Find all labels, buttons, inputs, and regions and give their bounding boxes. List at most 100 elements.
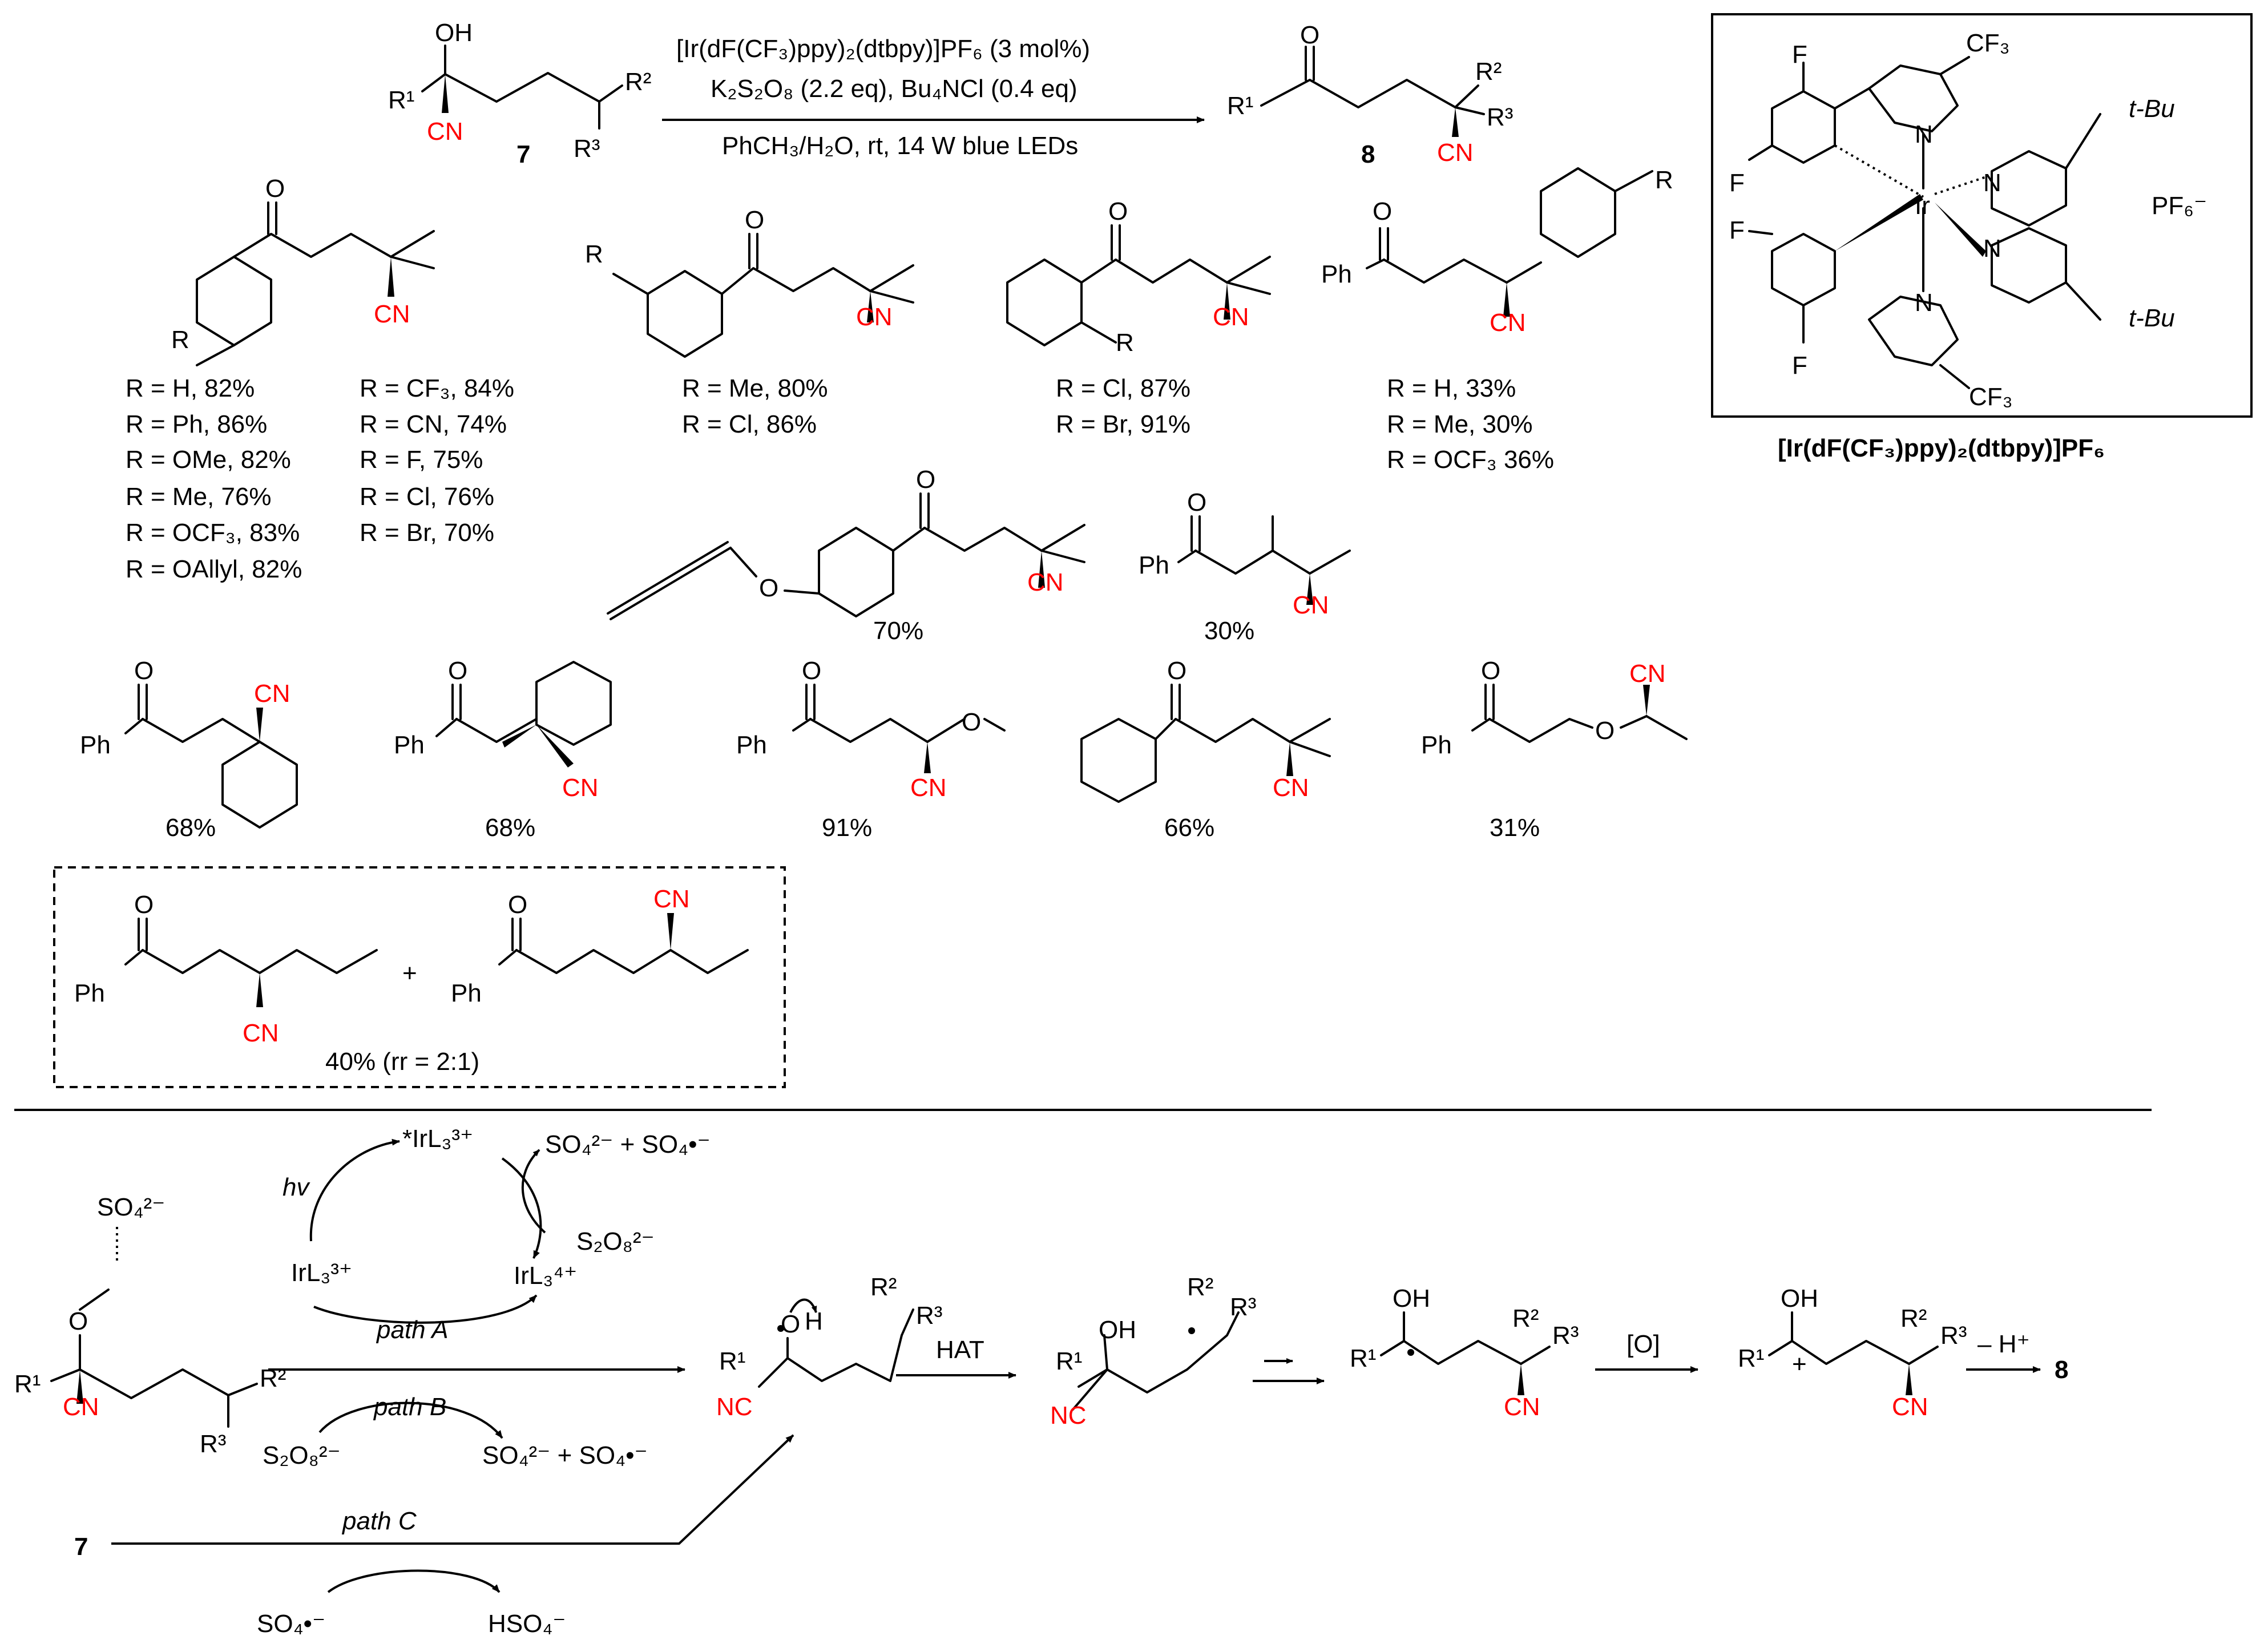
label-ph: Ph: [451, 979, 482, 1007]
label-r1: R¹: [1738, 1344, 1764, 1372]
ir-oxidized: IrL₃⁴⁺: [514, 1262, 577, 1290]
scope-propargyl: O O CN 70%: [607, 466, 1085, 645]
product-8-structure: O R¹ R² R³ CN 8: [1227, 21, 1513, 168]
label-o: O: [134, 657, 154, 685]
sulfate-products-top: SO₄²⁻ + SO₄•⁻: [545, 1130, 711, 1158]
photon-label: hv: [282, 1173, 310, 1201]
label-o: O: [448, 657, 467, 685]
yield-line: R = Me, 80%: [682, 374, 828, 402]
label-r1: R¹: [719, 1347, 745, 1375]
label-cn: CN: [1504, 1393, 1540, 1421]
label-o-ether: O: [1595, 717, 1615, 745]
scope-meta: O CN R R = Me, 80% R = Cl, 86%: [585, 206, 914, 438]
label-r1: R¹: [1350, 1344, 1376, 1372]
yield-line: R = Br, 70%: [360, 519, 494, 547]
label-cn: CN: [1027, 568, 1064, 596]
yield: 66%: [1164, 814, 1214, 842]
bisulfate: HSO₄⁻: [488, 1610, 566, 1638]
label-r2: R²: [870, 1273, 897, 1301]
plus-sign: +: [402, 959, 417, 987]
reagent-line-2: K₂S₂O₈ (2.2 eq), Bu₄NCl (0.4 eq): [711, 75, 1077, 103]
yield-line: R = OCF₃, 83%: [126, 519, 300, 547]
label-oh: OH: [1099, 1316, 1136, 1344]
label-n4: N: [1915, 289, 1933, 317]
alkoxy-radical-intermediate: O H R¹ NC R² R³: [716, 1273, 942, 1421]
yield-line: R = OMe, 82%: [126, 446, 291, 474]
label-cn: CN: [1437, 139, 1474, 167]
label-r2: R²: [1187, 1273, 1213, 1301]
label-cn: CN: [1273, 774, 1309, 802]
yield-line: R = OAllyl, 82%: [126, 555, 302, 583]
photocatalytic-cycle: hv *IrL₃³⁺ IrL₃³⁺ IrL₃⁴⁺ SO₄²⁻ + SO₄•⁻ S…: [282, 1125, 711, 1290]
label-ph: Ph: [1421, 731, 1452, 759]
label-cn: CN: [562, 774, 599, 802]
scope-aryl: O Ph CN R R = H, 33% R = Me, 30% R = OCF…: [1321, 166, 1673, 474]
sulfate-products-bottom: SO₄²⁻ + SO₄•⁻: [482, 1441, 648, 1469]
carbon-radical-intermediate: OH R¹ NC R² R³: [1050, 1273, 1256, 1429]
label-r1: R¹: [14, 1370, 41, 1398]
catalyst-box: F F F F CF₃ CF₃ N N N N Ir t-Bu t-Bu PF₆…: [1711, 13, 2253, 418]
regioisomer-box: O Ph CN + O Ph CN 40% (rr = 2:1): [53, 866, 786, 1088]
label-r2: R²: [1900, 1304, 1927, 1332]
label-r3: R³: [200, 1430, 226, 1458]
label-o: O: [1300, 21, 1319, 49]
catalyst-name: [Ir(dF(CF₃)ppy)₂(dtbpy)]PF₆: [1778, 434, 2105, 462]
yield-line: R = H, 33%: [1387, 374, 1516, 402]
label-r1: R¹: [1227, 92, 1253, 120]
label-o: O: [802, 657, 821, 685]
yield-line: R = OCF₃ 36%: [1387, 446, 1554, 474]
label-r: R: [585, 240, 603, 268]
yield-line: R = Cl, 86%: [682, 410, 817, 438]
label-cn: CN: [910, 774, 947, 802]
path-c: 7 path C SO₄•⁻ HSO₄⁻: [74, 1434, 794, 1638]
yield-line: R = Cl, 76%: [360, 483, 494, 511]
label-oh: OH: [1393, 1285, 1430, 1312]
label-cn: CN: [427, 118, 463, 146]
label-tbu-bottom: t-Bu: [2129, 304, 2175, 332]
scope-row3-trans-cyclohexyl: O Ph CN 68%: [394, 657, 612, 842]
label-ph: Ph: [394, 731, 425, 759]
label-r2: R²: [1475, 58, 1502, 86]
ketyl-radical-intermediate: OH R¹ R² R³ CN: [1350, 1285, 1579, 1421]
label-r3: R³: [1940, 1322, 1967, 1350]
sulfate-radical: SO₄•⁻: [257, 1610, 325, 1638]
substrate-number: 7: [516, 140, 530, 168]
final-product: 8: [2055, 1356, 2068, 1384]
yield: 70%: [873, 617, 923, 645]
scope-row3-cyclohexyl-ketone: O CN 66%: [1080, 657, 1331, 842]
label-cf3-bottom: CF₃: [1969, 383, 2013, 411]
persulfate-bottom: S₂O₈²⁻: [263, 1441, 341, 1469]
label-o: O: [745, 206, 764, 234]
label-cn: CN: [254, 680, 290, 708]
scope-row3-ether: O Ph O CN 31%: [1421, 657, 1688, 842]
label-f4: F: [1792, 352, 1807, 379]
conditions: PhCH₃/H₂O, rt, 14 W blue LEDs: [722, 132, 1078, 160]
yield-line: R = Cl, 87%: [1056, 374, 1190, 402]
label-cn: CN: [1629, 660, 1666, 688]
ir-excited: *IrL₃³⁺: [402, 1125, 473, 1153]
yield: 68%: [166, 814, 216, 842]
yield: 30%: [1204, 617, 1254, 645]
label-cn: CN: [1490, 309, 1526, 337]
carbocation-intermediate: OH R¹ + R² R³ CN: [1738, 1285, 1967, 1421]
scope-methyl-branch: O Ph CN 30%: [1139, 488, 1351, 645]
label-ph: Ph: [80, 731, 111, 759]
label-r1: R¹: [1056, 1347, 1082, 1375]
label-cn: CN: [1892, 1393, 1928, 1421]
label-f3: F: [1729, 216, 1745, 244]
scope-row3-methoxy: O Ph O CN 91%: [736, 657, 1006, 842]
yield-line: R = Me, 30%: [1387, 410, 1533, 438]
hat-label: HAT: [936, 1336, 984, 1364]
yield-line: R = F, 75%: [360, 446, 483, 474]
label-r3: R³: [1487, 103, 1513, 131]
regio-yield: 40% (rr = 2:1): [325, 1048, 479, 1076]
label-o-ether: O: [962, 708, 981, 736]
oxidant-label: [O]: [1627, 1330, 1660, 1358]
label-o-ether: O: [759, 574, 778, 602]
label-r3: R³: [574, 135, 600, 163]
catalyst-structure: [1748, 56, 2101, 389]
mechanism: hv *IrL₃³⁺ IrL₃³⁺ IrL₃⁴⁺ SO₄²⁻ + SO₄•⁻ S…: [14, 1125, 2068, 1638]
scope-para: O CN R R = H, 82% R = Ph, 86% R = OMe, 8…: [126, 175, 514, 583]
label-h: H: [805, 1307, 823, 1335]
